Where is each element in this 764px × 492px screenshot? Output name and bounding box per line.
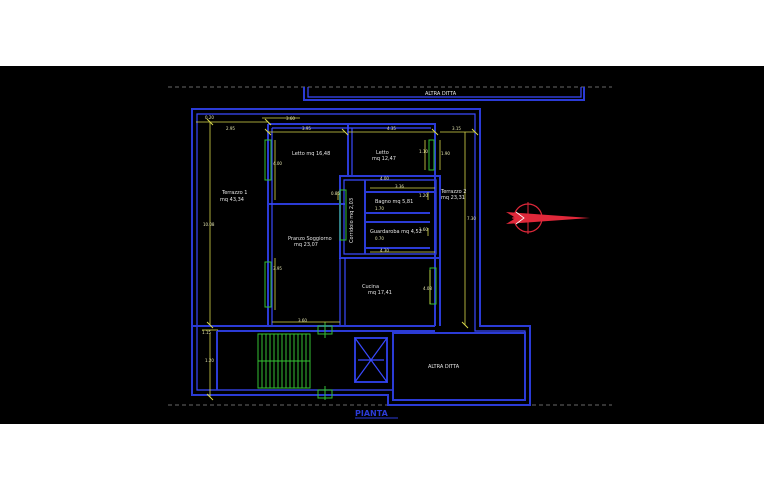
dim-d11: 1.60	[419, 227, 428, 232]
floor-plan-drawing: ALTRA DITTA	[168, 86, 612, 419]
dim-d15: 4.00	[273, 161, 282, 166]
terrace2-wall	[434, 124, 441, 326]
elevator-shaft	[354, 337, 388, 383]
dim-d12: 4.30	[380, 248, 389, 253]
openings	[264, 139, 437, 400]
dim-d13: 7.30	[467, 216, 476, 221]
dim-d20: 3.95	[273, 266, 282, 271]
dimension-lines	[196, 117, 475, 397]
dim-d19: 4.08	[423, 286, 432, 291]
room-guardaroba: Guardaroba mq 4,52	[370, 229, 422, 235]
room-pranzo-name: Pranzo Soggiorno	[288, 236, 332, 242]
dim-d23: 0.70	[375, 236, 384, 241]
dimension-ticks	[206, 118, 479, 401]
north-arrow-icon	[506, 202, 590, 234]
south-interior-wall	[192, 325, 435, 332]
dim-d2: 2.95	[226, 126, 235, 131]
room-terrazzo2-area: mq 23,31	[441, 195, 465, 201]
dim-d16: 1.15	[202, 330, 211, 335]
neighbor-top-outline-inner	[307, 87, 582, 98]
dim-d17: 3.60	[298, 318, 307, 323]
room-letto1: Letto mq 16,48	[292, 151, 330, 157]
kitchen-west-wall	[339, 258, 346, 326]
outer-wall	[191, 108, 531, 406]
room-terrazzo1-area: mq 43,34	[220, 197, 244, 203]
room-letto2-area: mq 12,47	[372, 156, 396, 162]
neighbor-top-outline	[303, 87, 585, 101]
dim-d22: 4.00	[380, 176, 389, 181]
dim-d10: 1.20	[419, 193, 428, 198]
dim-d3: 3.60	[286, 116, 295, 121]
central-partitions	[364, 180, 436, 254]
cad-viewport: ALTRA DITTA	[0, 66, 764, 424]
neighbor-bottom-block	[392, 332, 526, 401]
staircase	[257, 333, 311, 389]
dim-d14: 10.08	[203, 222, 215, 227]
room-corridoio: Corridoio mq 2,03	[349, 198, 355, 243]
dim-d18: 0.85	[331, 191, 340, 196]
dim-d4: 3.95	[302, 126, 311, 131]
dim-d9: 3.36	[395, 184, 404, 189]
neighbor-top-label: ALTRA DITTA	[425, 91, 457, 97]
room-terrazzo1-name: Terrazzo 1	[221, 190, 247, 196]
dim-d6: 3.15	[452, 126, 461, 131]
room-cucina-area: mq 17,41	[368, 290, 392, 296]
dim-d21: 1.20	[205, 358, 214, 363]
dim-d7: 1.10	[419, 149, 428, 154]
neighbor-bottom-label: ALTRA DITTA	[428, 364, 460, 370]
room-bagno: Bagno mq 5,81	[375, 199, 413, 205]
dim-d8: 1.90	[441, 151, 450, 156]
room-letto2-name: Letto	[376, 150, 389, 156]
drawing-title: PIANTA	[355, 409, 389, 418]
dim-d5: 4.35	[387, 126, 396, 131]
dim-d1: 0.20	[205, 115, 214, 120]
dim-d24: 1.70	[375, 206, 384, 211]
room-walls-upper-inner	[271, 127, 431, 326]
room-cucina-name: Cucina	[362, 284, 379, 290]
room-pranzo-area: mq 23,07	[294, 242, 318, 248]
room-terrazzo2-name: Terrazzo 2	[440, 189, 466, 195]
